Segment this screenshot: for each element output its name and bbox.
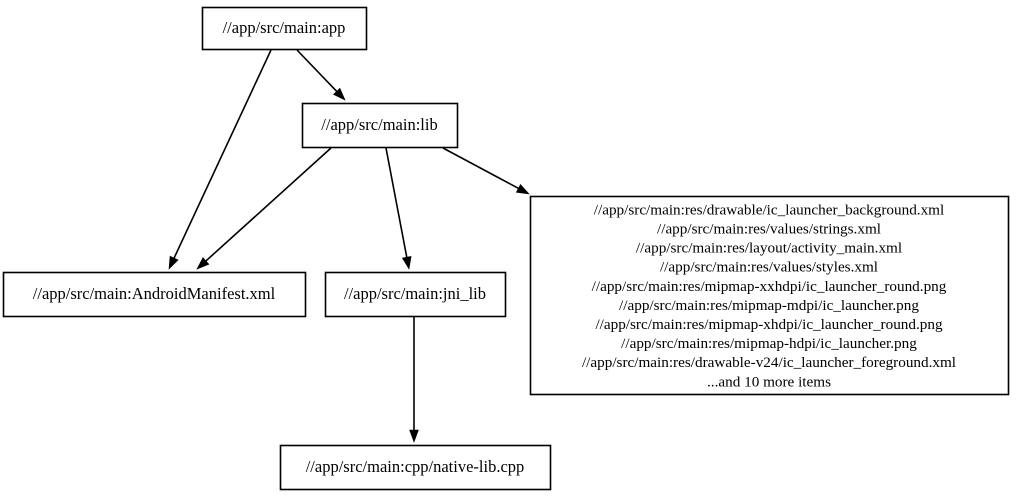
graph-edge-lib-to-manifest [196,147,332,270]
node-box-native_lib[interactable] [279,444,552,491]
graph-node-jni_lib[interactable]: //app/src/main:jni_lib [324,271,507,318]
edges-layer [168,49,530,443]
node-label-res_group: //app/src/main:res/drawable/ic_launcher_… [582,201,956,390]
node-box-jni_lib[interactable] [324,271,507,318]
node-label-line: //app/src/main:res/values/styles.xml [660,259,878,276]
node-box-manifest[interactable] [2,271,307,318]
edge-line [172,49,272,261]
node-label-line: //app/src/main:res/drawable/ic_launcher_… [594,201,944,218]
graph-node-lib[interactable]: //app/src/main:lib [301,102,459,149]
node-label-line: ...and 10 more items [707,373,831,390]
node-box-app[interactable] [201,6,368,51]
graph-edge-lib-to-res-group [442,147,530,195]
graph-edge-app-to-lib [296,49,346,101]
graph-edge-lib-to-jni-lib [385,147,412,270]
edge-arrowhead [196,257,210,270]
graph-edge-jni-lib-to-native [409,317,419,443]
node-label-line: //app/src/main:res/mipmap-mdpi/ic_launch… [619,297,919,314]
graph-node-app[interactable]: //app/src/main:app [201,6,368,51]
node-label-lib: //app/src/main:lib [321,115,437,134]
edge-line [203,147,332,263]
edge-arrowhead [409,429,419,443]
node-label-line: //app/src/main:res/drawable-v24/ic_launc… [582,354,956,371]
edge-arrowhead [332,87,346,101]
graph-node-manifest[interactable]: //app/src/main:AndroidManifest.xml [2,271,307,318]
node-box-res_group[interactable] [529,195,1010,396]
node-label-line: //app/src/main:res/values/strings.xml [657,220,881,237]
nodes-layer: //app/src/main:app //app/src/main:lib //ap… [2,6,1010,491]
node-label-jni_lib: //app/src/main:jni_lib [344,284,486,303]
node-label-app: //app/src/main:app [223,18,346,37]
edge-line [296,49,339,94]
node-label-manifest: //app/src/main:AndroidManifest.xml [33,284,276,303]
edge-line [442,147,521,190]
graph-node-res_group[interactable]: //app/src/main:res/drawable/ic_launcher_… [529,195,1010,396]
node-box-lib[interactable] [301,102,459,149]
node-label-line: //app/src/main:res/mipmap-hdpi/ic_launch… [621,335,917,352]
edge-arrowhead [401,256,412,270]
node-label-line: //app/src/main:res/mipmap-xhdpi/ic_launc… [595,316,943,333]
node-label-line: //app/src/main:res/layout/activity_main.… [636,240,902,257]
edge-arrowhead [515,183,530,195]
node-label-native_lib: //app/src/main:cpp/native-lib.cpp [306,457,525,476]
edge-line [385,147,408,260]
edge-arrowhead [168,255,179,270]
graph-node-native_lib[interactable]: //app/src/main:cpp/native-lib.cpp [279,444,552,491]
node-label-line: //app/src/main:res/mipmap-xxhdpi/ic_laun… [592,278,947,295]
graph-edge-app-to-manifest [168,49,272,270]
